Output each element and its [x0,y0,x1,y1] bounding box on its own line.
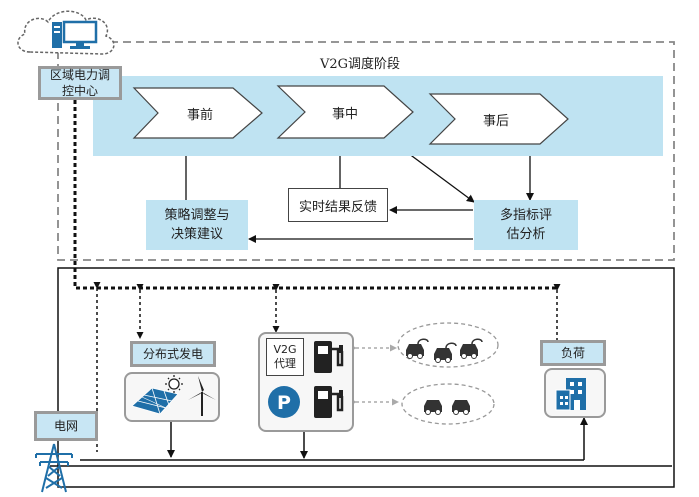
fuel-pump-icon [314,341,344,373]
solar-panel-icon [131,387,179,415]
analysis-box: 多指标评估分析 [474,200,578,250]
fuel-pump-icon [314,386,344,418]
car-group-1 [406,338,483,363]
car-group-2-outline [401,383,495,425]
strategy-box: 策略调整与决策建议 [146,200,248,250]
stage-after: 事后 [482,113,509,129]
car-icon [452,400,470,415]
computer-icon [52,20,98,49]
car-group-1-outline [397,322,499,368]
sun-icon [165,375,183,393]
distributed-gen-label: 分布式发电 [130,341,216,367]
building-icon [555,378,586,411]
load-tile [544,368,606,418]
car-icon [406,338,429,359]
physical-layer-frame [57,267,675,488]
car-icon [434,342,457,363]
feedback-box: 实时结果反馈 [288,188,388,222]
stage-during: 事中 [331,106,358,122]
stage-before: 事前 [186,107,213,123]
grid-label: 电网 [34,411,98,441]
parking-symbol: P [277,392,291,414]
control-center-label: 区域电力调控中心 [38,66,122,100]
car-icon [424,400,442,415]
transmission-tower-icon [35,443,73,493]
v2g-agent-label: V2G代理 [266,338,304,376]
car-icon [460,338,483,359]
parking-icon: P [268,386,300,418]
phase-title: V2G调度阶段 [319,56,401,72]
load-label: 负荷 [540,340,606,366]
distributed-gen-tile [124,372,220,422]
wind-turbine-icon [188,376,216,416]
car-group-2 [424,400,470,415]
